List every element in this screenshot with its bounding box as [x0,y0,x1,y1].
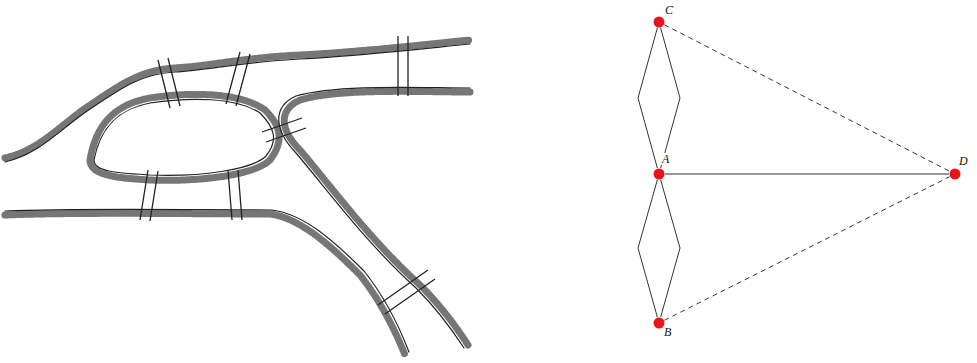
vertex-label: B [663,326,672,338]
graph-edge [661,180,680,317]
graph-vertex: B [653,317,665,329]
vertex-dot [653,168,665,180]
graph-vertex: A [653,168,665,180]
bridges [140,36,435,314]
graph-edge [664,177,949,321]
bridge [226,52,250,106]
bridge [398,36,408,96]
vertex-label: A [661,153,670,165]
graph-vertex: C [653,16,665,28]
vertex-dot [949,168,961,180]
bridge [378,270,435,314]
bridge [158,58,180,108]
bridge [140,170,158,221]
graph-edge [638,28,657,168]
graph-edge [661,28,680,168]
bridge [262,118,306,142]
graph-edge [664,25,949,172]
river-banks [5,40,470,355]
vertex-label: D [958,155,969,167]
graph-edge [665,174,949,175]
graph-edge [638,180,657,317]
vertex-dot [653,16,665,28]
graph-vertex: D [949,168,961,180]
bridge [228,170,242,220]
vertex-label: C [664,4,674,16]
